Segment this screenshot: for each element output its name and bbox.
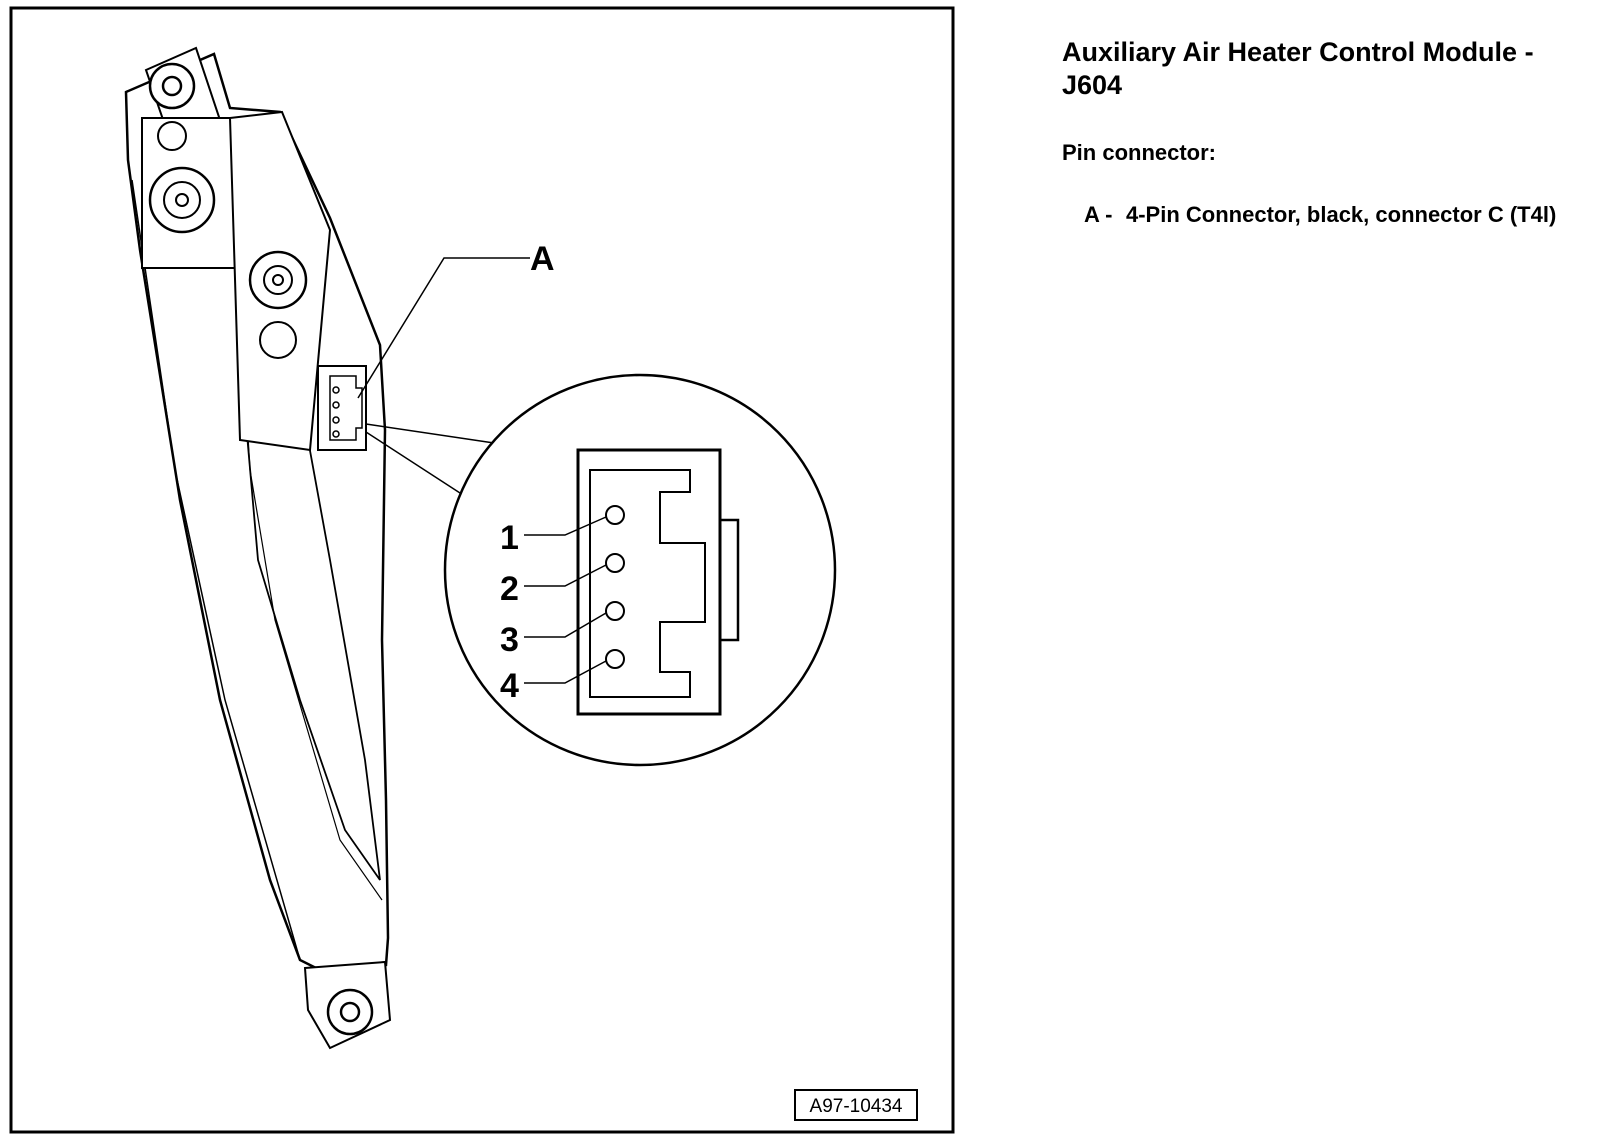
- heater-arm-contour: [131, 179, 301, 961]
- pin-1-socket: [605, 505, 625, 525]
- pin-label: 4: [500, 667, 519, 705]
- legend-text: 4-Pin Connector, black, connector C (T4l…: [1126, 202, 1557, 227]
- callout-a-leader: [357, 257, 530, 399]
- section-subhead: Pin connector:: [1062, 140, 1217, 165]
- connector-latch: [720, 518, 740, 642]
- pin-label: 3: [500, 621, 519, 659]
- page-title: Auxiliary Air Heater Control Module - J6…: [1062, 37, 1534, 100]
- pin-label: 1: [500, 519, 519, 557]
- pin-label: 2: [500, 570, 519, 608]
- legend-item: A - 4-Pin Connector, black, connector C …: [1084, 202, 1582, 228]
- pin-2-socket: [605, 553, 625, 573]
- legend-key: A -: [1084, 202, 1113, 227]
- figure-ref-box: [794, 1089, 918, 1121]
- magnifier-leader: [365, 423, 495, 494]
- pin-3-socket: [605, 601, 625, 621]
- figure-ref: A97-10434: [810, 1096, 903, 1117]
- callout-a-label: A: [530, 240, 555, 278]
- connector-diagram: A 1 2 3 4 A97-10434: [9, 6, 955, 1134]
- legend: A - 4-Pin Connector, black, connector C …: [1084, 202, 1582, 228]
- pin-4-socket: [605, 649, 625, 669]
- connector-housing-inner: [589, 469, 706, 698]
- text-panel: Auxiliary Air Heater Control Module - J6…: [1062, 36, 1582, 228]
- figure-frame: [9, 6, 955, 1134]
